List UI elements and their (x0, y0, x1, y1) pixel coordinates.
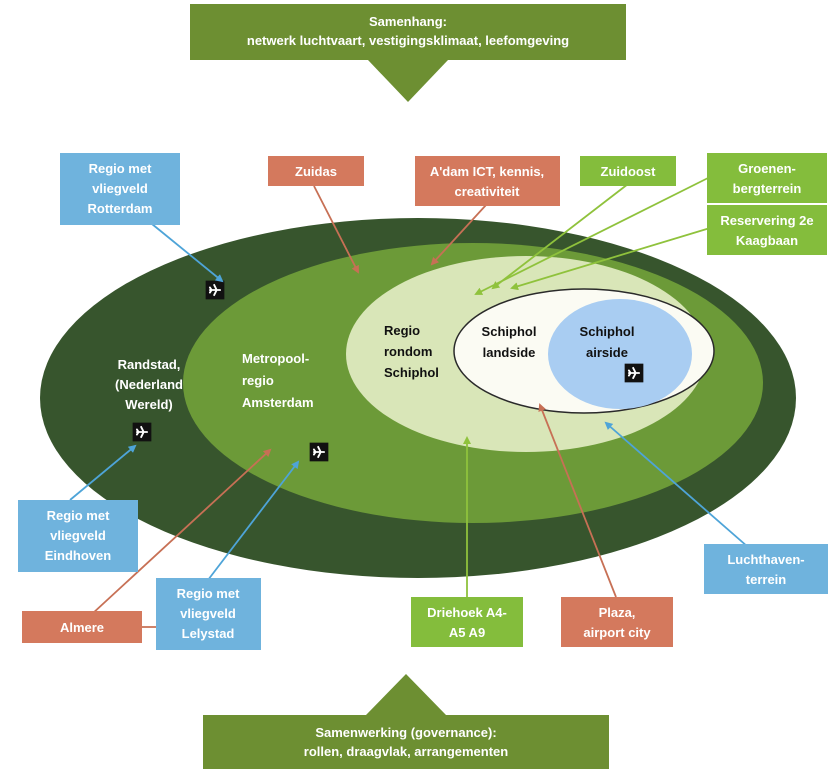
box-ict-line: creativiteit (454, 184, 520, 199)
connector-eindhoven (69, 444, 137, 501)
connector-zuidas (313, 185, 359, 274)
connector-groenenberg (474, 175, 713, 295)
connector-zuidoost (491, 183, 629, 290)
airside-label-line: Schiphol (580, 324, 635, 339)
box-kaagbaan-line: Reservering 2e (720, 213, 813, 228)
box-almere: Almere (22, 611, 142, 643)
box-lelystad-line: vliegveld (180, 606, 236, 621)
box-ict: A'dam ICT, kennis, creativiteit (415, 156, 560, 206)
box-rotterdam-line: Regio met (89, 161, 153, 176)
box-plaza: Plaza, airport city (561, 597, 673, 647)
box-zuidas: Zuidas (268, 156, 364, 186)
randstad-label-line: Randstad, (118, 357, 181, 372)
airplane-icon (205, 280, 225, 300)
bottom-arrow: Samenwerking (governance): rollen, draag… (203, 674, 609, 769)
randstad-label-line: (Nederland (115, 377, 183, 392)
connector-kaagbaan (510, 227, 711, 291)
connector-luchthaven (604, 421, 749, 548)
box-lelystad: Regio met vliegveld Lelystad (156, 578, 261, 650)
box-driehoek-line: A5 A9 (449, 625, 485, 640)
landside-label-line: landside (483, 345, 536, 360)
box-ict-line: A'dam ICT, kennis, (430, 164, 544, 179)
box-rotterdam-line: Rotterdam (87, 201, 152, 216)
box-driehoek-line: Driehoek A4- (427, 605, 507, 620)
top-arrow: Samenhang: netwerk luchtvaart, vestiging… (190, 4, 626, 102)
box-plaza-line: Plaza, (599, 605, 636, 620)
randstad-label-line: Wereld) (125, 397, 172, 412)
box-groenenberg: Groenen- bergterrein (707, 153, 827, 203)
regio-label-line: Schiphol (384, 365, 439, 380)
connector-ict (430, 204, 487, 266)
landside-label: Schiphol landside (482, 324, 537, 360)
connector-lelystad (207, 460, 300, 581)
connector-rotterdam (151, 223, 224, 283)
regio-label-line: Regio (384, 323, 420, 338)
regio-label: Regio rondom Schiphol (384, 323, 439, 380)
metropool-label-line: Amsterdam (242, 395, 314, 410)
top-arrow-subtitle: netwerk luchtvaart, vestigingsklimaat, l… (247, 33, 569, 48)
box-luchthaven-line: terrein (746, 572, 787, 587)
box-plaza-line: airport city (583, 625, 651, 640)
bottom-arrow-subtitle: rollen, draagvlak, arrangementen (304, 744, 509, 759)
metropool-label: Metropool- regio Amsterdam (242, 351, 314, 410)
box-driehoek: Driehoek A4- A5 A9 (411, 597, 523, 647)
box-rotterdam-line: vliegveld (92, 181, 148, 196)
box-eindhoven: Regio met vliegveld Eindhoven (18, 500, 138, 572)
box-lelystad-line: Regio met (177, 586, 241, 601)
connector-plaza (538, 403, 617, 598)
airplane-icon (132, 422, 152, 442)
box-kaagbaan-line: Kaagbaan (736, 233, 798, 248)
box-zuidas-line: Zuidas (295, 164, 337, 179)
airplane-icon (309, 442, 329, 462)
box-luchthaven: Luchthaven- terrein (704, 544, 828, 594)
box-zuidoost-line: Zuidoost (601, 164, 657, 179)
box-rotterdam: Regio met vliegveld Rotterdam (60, 153, 180, 225)
box-eindhoven-line: Eindhoven (45, 548, 112, 563)
schiphol-airside-zone (548, 299, 692, 409)
box-lelystad-line: Lelystad (182, 626, 235, 641)
box-eindhoven-line: Regio met (47, 508, 111, 523)
box-zuidoost: Zuidoost (580, 156, 676, 186)
connector-almere (91, 448, 272, 615)
bottom-arrow-title: Samenwerking (governance): (315, 725, 496, 740)
box-eindhoven-line: vliegveld (50, 528, 106, 543)
metropool-label-line: regio (242, 373, 274, 388)
airside-label-line: airside (586, 345, 628, 360)
randstad-label: Randstad, (Nederland Wereld) (115, 357, 183, 412)
airside-label: Schiphol airside (580, 324, 635, 360)
top-arrow-title: Samenhang: (369, 14, 447, 29)
regio-label-line: rondom (384, 344, 432, 359)
box-kaagbaan: Reservering 2e Kaagbaan (707, 205, 827, 255)
box-groenenberg-line: Groenen- (738, 161, 796, 176)
box-almere-line: Almere (60, 620, 104, 635)
airplane-icon (624, 363, 644, 383)
landside-label-line: Schiphol (482, 324, 537, 339)
box-luchthaven-line: Luchthaven- (727, 552, 804, 567)
metropool-label-line: Metropool- (242, 351, 309, 366)
box-groenenberg-line: bergterrein (733, 181, 802, 196)
